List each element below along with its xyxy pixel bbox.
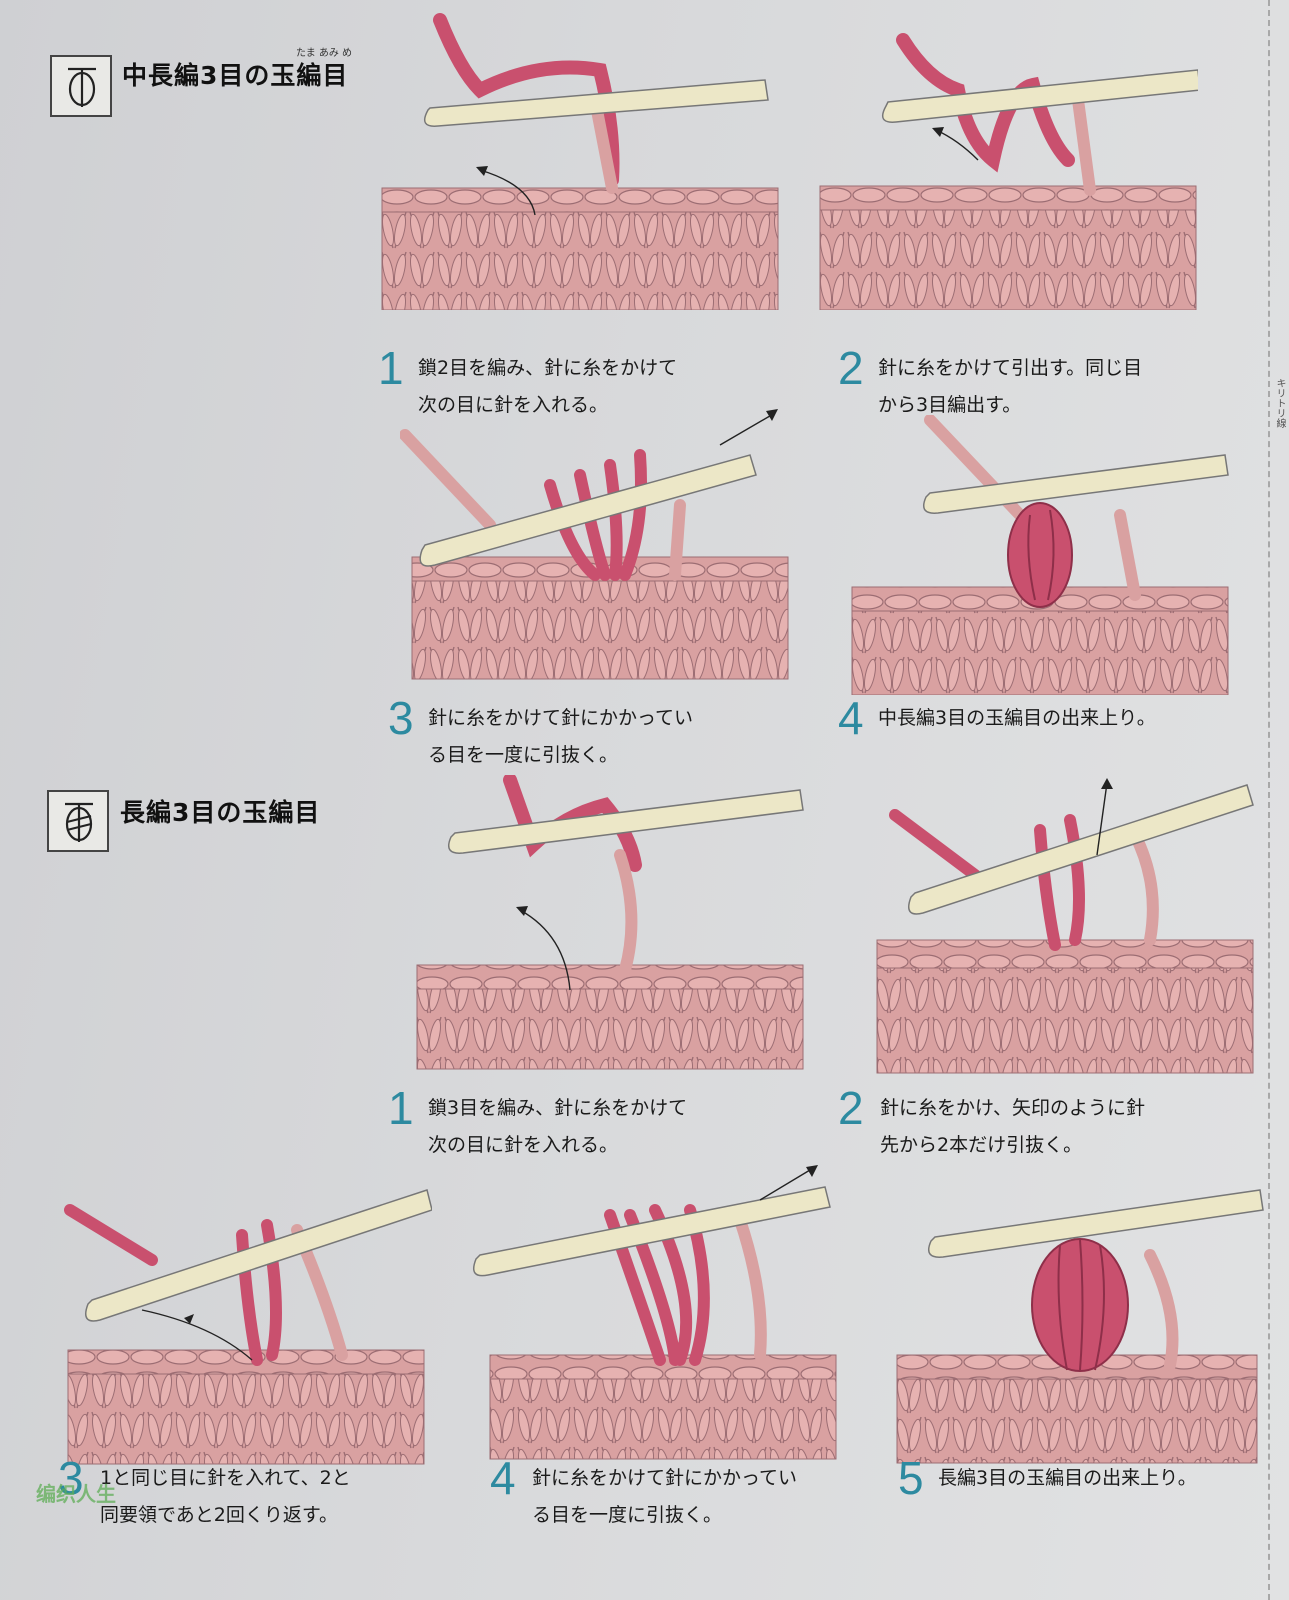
s2-step-2-line-2: 先から2本だけ引抜く。 <box>880 1134 1083 1156</box>
s1-step-2-number: 2 <box>838 342 864 394</box>
s1-step-3-number: 3 <box>388 692 414 744</box>
s1-step-2-line-1: 針に糸をかけて引出す。同じ目 <box>878 357 1143 379</box>
section-2-step-1-illustration <box>415 773 805 1074</box>
section-2-symbol-box <box>47 790 109 852</box>
section-1-step-2-illustration <box>818 30 1201 314</box>
section-1-title: 中長編3目の玉編目 <box>122 61 349 90</box>
s2-step-5-line-1: 長編3目の玉編目の出来上り。 <box>938 1467 1197 1489</box>
s1-step-1-number: 1 <box>378 342 404 394</box>
s1-step-4-number: 4 <box>838 692 864 744</box>
s2-step-4-number: 4 <box>490 1452 516 1504</box>
s2-step-3-line-1: 1と同じ目に針を入れて、2と <box>100 1467 351 1489</box>
cut-line-label: キリトリ線 <box>1274 378 1285 428</box>
s2-step-4-caption: 針に糸をかけて針にかかってい る目を一度に引抜く。 <box>532 1460 797 1534</box>
section-1-symbol-box <box>50 55 112 117</box>
half-double-crochet-cluster-symbol-icon <box>68 67 96 107</box>
s1-step-2-line-2: から3目編出す。 <box>878 394 1022 416</box>
section-1-step-1-illustration <box>380 10 780 314</box>
watermark-logo: 编织人生 <box>36 1482 116 1506</box>
s2-step-2-line-1: 針に糸をかけ、矢印のように針 <box>880 1097 1146 1119</box>
s2-step-4-line-1: 針に糸をかけて針にかかってい <box>532 1467 798 1489</box>
s2-step-1-caption: 鎖3目を編み、針に糸をかけて 次の目に針を入れる。 <box>428 1090 687 1164</box>
double-crochet-cluster-symbol-icon <box>65 802 93 842</box>
section-1-step-3-illustration <box>399 405 790 684</box>
s1-step-1-caption: 鎖2目を編み、針に糸をかけて 次の目に針を入れる。 <box>418 350 677 424</box>
s2-step-4-line-2: る目を一度に引抜く。 <box>532 1504 723 1526</box>
s2-step-3-number: 3 <box>58 1452 84 1504</box>
s2-step-2-caption: 針に糸をかけ、矢印のように針 先から2本だけ引抜く。 <box>880 1090 1145 1164</box>
s1-step-3-line-1: 針に糸をかけて針にかかってい <box>428 707 694 729</box>
section-2-step-2-illustration <box>875 775 1255 1079</box>
s2-step-1-line-2: 次の目に針を入れる。 <box>428 1134 619 1156</box>
cut-line <box>1268 0 1272 1600</box>
s1-step-2-caption: 針に糸をかけて引出す。同じ目 から3目編出す。 <box>878 350 1142 424</box>
s1-step-4-line-1: 中長編3目の玉編目の出来上り。 <box>878 707 1156 729</box>
s1-step-1-line-1: 鎖2目を編み、針に糸をかけて <box>418 357 678 379</box>
section-1-ruby: たま あみ め <box>296 48 353 59</box>
s2-step-5-number: 5 <box>898 1452 924 1504</box>
s2-step-3-line-2: 同要領であと2回くり返す。 <box>100 1504 338 1526</box>
section-2-step-5-illustration <box>895 1175 1265 1469</box>
s2-step-5-caption: 長編3目の玉編目の出来上り。 <box>938 1460 1197 1497</box>
s1-step-3-caption: 針に糸をかけて針にかかってい る目を一度に引抜く。 <box>428 700 693 774</box>
section-2-title: 長編3目の玉編目 <box>120 798 321 827</box>
s1-step-4-caption: 中長編3目の玉編目の出来上り。 <box>878 700 1156 737</box>
section-1-step-4-illustration <box>850 414 1230 699</box>
s1-step-1-line-2: 次の目に針を入れる。 <box>418 394 609 416</box>
section-2-step-4-illustration <box>460 1165 840 1464</box>
section-2-step-3-illustration <box>62 1170 433 1469</box>
s1-step-3-line-2: る目を一度に引抜く。 <box>428 744 619 766</box>
s2-step-1-number: 1 <box>388 1082 414 1134</box>
s2-step-1-line-1: 鎖3目を編み、針に糸をかけて <box>428 1097 688 1119</box>
s2-step-3-caption: 1と同じ目に針を入れて、2と 同要領であと2回くり返す。 <box>100 1460 351 1534</box>
s2-step-2-number: 2 <box>838 1082 864 1134</box>
